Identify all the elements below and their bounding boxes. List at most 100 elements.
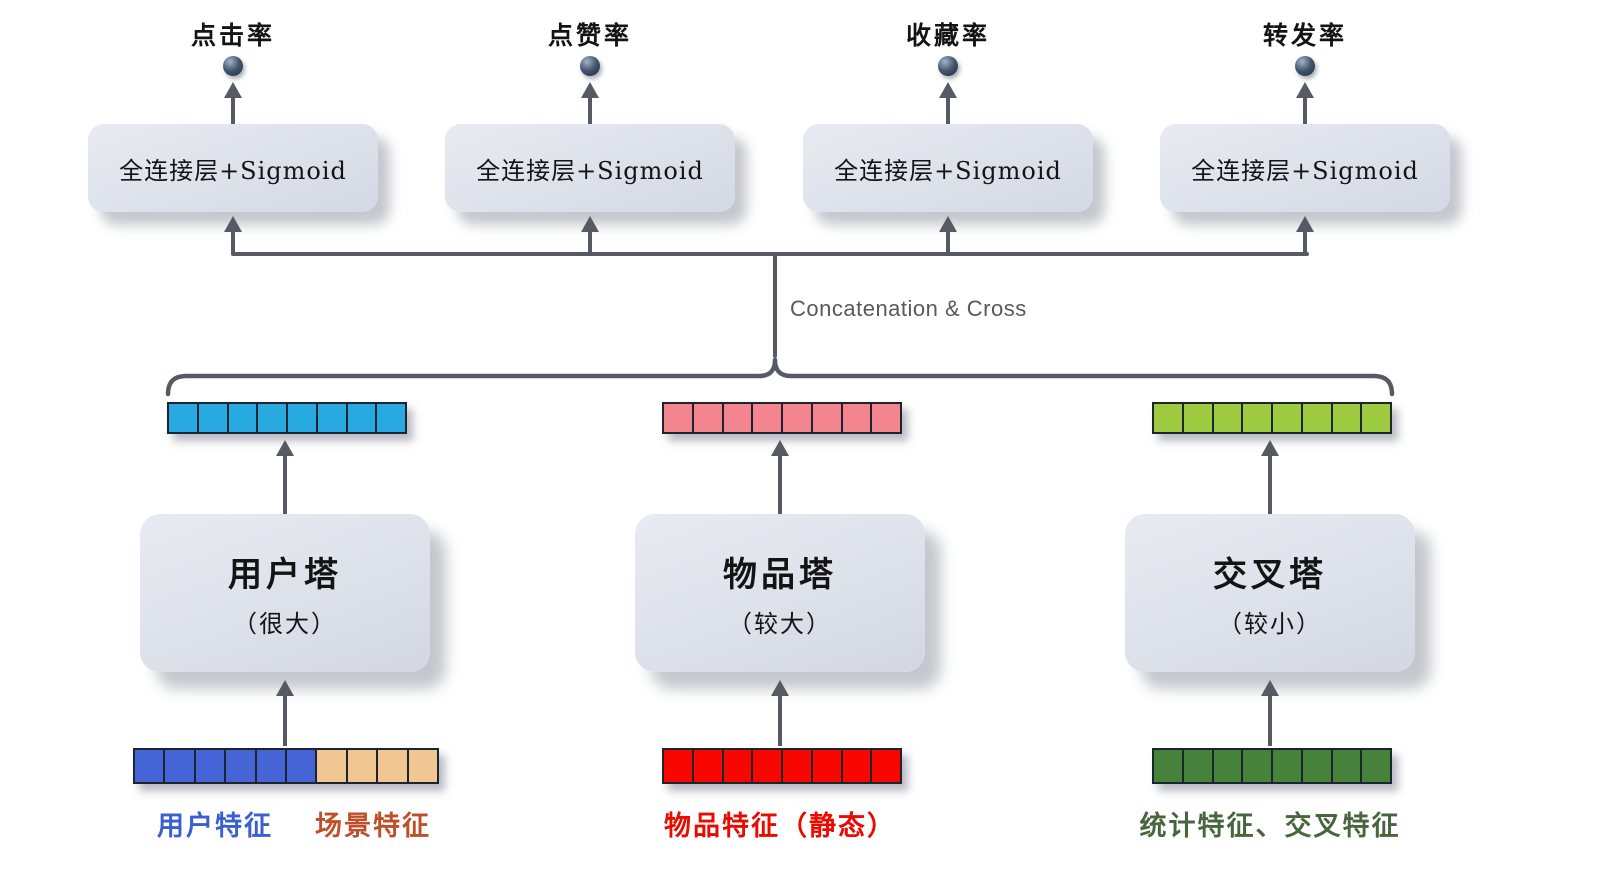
cross-tower-size: （较小） — [1218, 610, 1322, 638]
output-label-like: 点赞率 — [547, 21, 632, 50]
vector-cell — [691, 750, 722, 782]
output-node-like — [580, 56, 600, 76]
output-node-ctr — [223, 56, 243, 76]
arrowhead — [224, 216, 242, 232]
vector-cell — [315, 750, 346, 782]
vector-cell — [721, 404, 752, 432]
vector-cell — [1181, 750, 1212, 782]
item-tower-size: （较大） — [728, 610, 832, 638]
cross-tower-name: 交叉塔 — [1213, 555, 1327, 595]
vector-cell — [254, 750, 286, 782]
vector-cell — [1300, 750, 1331, 782]
arrowhead — [276, 680, 294, 696]
vector-cell — [196, 404, 227, 432]
vector-cell — [1271, 404, 1301, 432]
arrowhead — [771, 440, 789, 456]
vector-cell — [1241, 750, 1271, 782]
vector-cell — [345, 750, 377, 782]
vector-cell — [375, 404, 405, 432]
arrow-concat-to-fc-3 — [936, 216, 960, 254]
vector-cell — [1211, 750, 1242, 782]
arrow-concat-to-fc-1 — [221, 216, 245, 254]
arrow-item-tower-to-vector — [768, 440, 792, 514]
vector-cell — [721, 750, 752, 782]
output-node-share — [1295, 56, 1315, 76]
arrow-fc-to-share — [1293, 82, 1317, 124]
output-label-favorite: 收藏率 — [905, 21, 990, 50]
fc-sigmoid-box-4: 全连接层+Sigmoid — [1160, 124, 1450, 212]
vector-cell — [315, 404, 346, 432]
item-feature-vector — [662, 748, 902, 784]
vector-cell — [664, 750, 692, 782]
arrow-user-tower-to-vector — [273, 440, 297, 514]
vector-cell — [870, 404, 900, 432]
arrow-shaft — [283, 453, 287, 514]
vector-cell — [1154, 750, 1182, 782]
arrowhead — [771, 680, 789, 696]
arrowhead — [939, 216, 957, 232]
brace — [165, 357, 1395, 397]
item-tower-output-vector — [662, 402, 902, 434]
arrowhead — [276, 440, 294, 456]
vector-cell — [840, 404, 871, 432]
item-features-label: 物品特征（静态） — [664, 811, 896, 842]
arrow-user-input-to-tower — [273, 680, 297, 746]
vector-cell — [226, 404, 257, 432]
vector-cell — [135, 750, 164, 782]
vector-cell — [1211, 404, 1242, 432]
arrow-fc-to-like — [578, 82, 602, 124]
arrow-shaft — [588, 229, 592, 254]
arrow-shaft — [946, 95, 950, 124]
output-node-favorite — [938, 56, 958, 76]
arrow-shaft — [231, 95, 235, 124]
vector-cell — [751, 750, 781, 782]
user-tower-size: （很大） — [233, 610, 337, 638]
vector-cell — [1360, 750, 1390, 782]
vector-cell — [1300, 404, 1331, 432]
arrow-stat-input-to-tower — [1258, 680, 1282, 746]
vector-cell — [169, 404, 197, 432]
vector-cell — [691, 404, 722, 432]
arrowhead — [1296, 82, 1314, 98]
cross-tower-box: 交叉塔 （较小） — [1125, 514, 1415, 672]
arrow-shaft — [778, 693, 782, 746]
vector-cell — [1360, 404, 1390, 432]
vector-cell — [345, 404, 376, 432]
connector-vertical-line — [773, 254, 777, 358]
vector-cell — [751, 404, 781, 432]
arrow-shaft — [283, 693, 287, 746]
arrowhead — [581, 82, 599, 98]
fc-sigmoid-box-1: 全连接层+Sigmoid — [88, 124, 378, 212]
arrow-shaft — [1268, 453, 1272, 514]
user-tower-output-vector — [167, 402, 407, 434]
vector-cell — [810, 750, 841, 782]
vector-cell — [1181, 404, 1212, 432]
cross-tower-output-vector — [1152, 402, 1392, 434]
stat-cross-feature-vector — [1152, 748, 1392, 784]
arrowhead — [1296, 216, 1314, 232]
arrow-fc-to-favorite — [936, 82, 960, 124]
vector-cell — [224, 750, 255, 782]
vector-cell — [256, 404, 286, 432]
arrow-fc-to-ctr — [221, 82, 245, 124]
arrow-cross-tower-to-vector — [1258, 440, 1282, 514]
vector-cell — [781, 750, 811, 782]
arrow-shaft — [1303, 229, 1307, 254]
vector-cell — [286, 404, 316, 432]
connector-horizontal-line — [231, 252, 1309, 256]
user-tower-box: 用户塔 （很大） — [140, 514, 430, 672]
arrowhead — [1261, 440, 1279, 456]
fc-sigmoid-box-2: 全连接层+Sigmoid — [445, 124, 735, 212]
vector-cell — [193, 750, 225, 782]
vector-cell — [870, 750, 900, 782]
user-features-label: 用户特征 — [157, 811, 273, 842]
output-label-ctr: 点击率 — [190, 21, 275, 50]
vector-cell — [1241, 404, 1271, 432]
vector-cell — [163, 750, 194, 782]
vector-cell — [1271, 750, 1301, 782]
concatenation-cross-label: Concatenation & Cross — [790, 296, 1027, 321]
vector-cell — [406, 750, 438, 782]
arrow-concat-to-fc-2 — [578, 216, 602, 254]
arrow-shaft — [1303, 95, 1307, 124]
